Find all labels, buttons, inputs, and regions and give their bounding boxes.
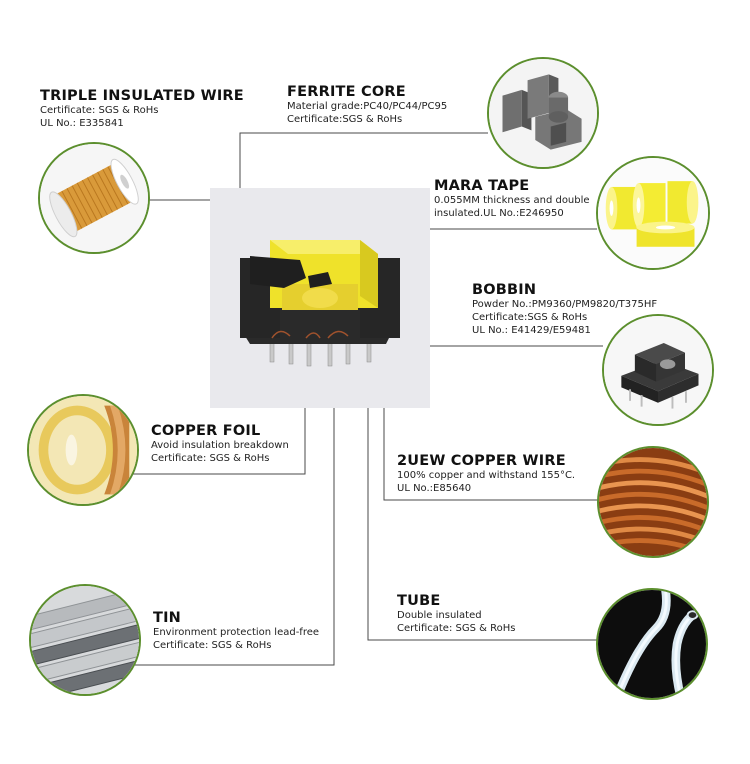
circle-bobbin	[602, 314, 714, 426]
label-copper-foil: COPPER FOIL Avoid insulation breakdown C…	[151, 423, 289, 465]
label-triple-insulated-wire: TRIPLE INSULATED WIRE Certificate: SGS &…	[40, 88, 244, 130]
ferrite-core-icon	[489, 59, 597, 167]
connector-2uew-copper-wire	[383, 408, 598, 501]
circle-ferrite-core	[487, 57, 599, 169]
component-detail: Environment protection lead-free	[153, 627, 320, 638]
label-ferrite-core: FERRITE CORE Material grade:PC40/PC44/PC…	[287, 84, 447, 126]
component-detail: UL No.:E85640	[397, 483, 472, 494]
circle-triple-insulated-wire	[38, 142, 150, 254]
component-detail: UL No.: E41429/E59481	[472, 325, 591, 336]
circle-2uew-copper-wire	[597, 446, 709, 558]
copper-coil-icon	[599, 448, 707, 556]
transformer-image	[210, 188, 430, 408]
component-detail: Certificate:SGS & RoHs	[287, 114, 403, 125]
component-detail: Certificate:SGS & RoHs	[472, 312, 588, 323]
connector-ferrite-core	[239, 132, 488, 188]
component-title: FERRITE CORE	[287, 84, 406, 100]
component-detail: Material grade:PC40/PC44/PC95	[287, 101, 448, 112]
connector-tube	[367, 408, 597, 641]
component-detail: Certificate: SGS & RoHs	[40, 105, 159, 116]
circle-copper-foil	[27, 394, 139, 506]
component-detail: Certificate: SGS & RoHs	[151, 453, 270, 464]
component-title: COPPER FOIL	[151, 423, 261, 439]
label-bobbin: BOBBIN Powder No.:PM9360/PM9820/T375HF C…	[472, 282, 657, 337]
tape-rolls-icon	[598, 158, 708, 268]
connector-copper-foil	[132, 408, 306, 475]
component-title: TIN	[153, 610, 182, 626]
component-title: TRIPLE INSULATED WIRE	[40, 88, 244, 104]
label-2uew-copper-wire: 2UEW COPPER WIRE 100% copper and withsta…	[397, 453, 575, 495]
copper-foil-icon	[29, 396, 137, 504]
label-tin: TIN Environment protection lead-free Cer…	[153, 610, 319, 652]
circle-tube	[596, 588, 708, 700]
tube-icon	[598, 590, 706, 698]
component-detail: Powder No.:PM9360/PM9820/T375HF	[472, 299, 658, 310]
circle-tin	[29, 584, 141, 696]
bobbin-icon	[604, 316, 712, 424]
connector-tin	[118, 408, 335, 666]
component-title: TUBE	[397, 593, 441, 609]
component-detail: Certificate: SGS & RoHs	[153, 640, 272, 651]
component-detail: UL No.: E335841	[40, 118, 124, 129]
component-detail: Certificate: SGS & RoHs	[397, 623, 516, 634]
label-tube: TUBE Double insulated Certificate: SGS &…	[397, 593, 515, 635]
transformer-icon	[240, 240, 400, 367]
component-detail: Avoid insulation breakdown	[151, 440, 289, 451]
component-title: MARA TAPE	[434, 178, 530, 194]
label-mara-tape: MARA TAPE 0.055MM thickness and double i…	[434, 178, 590, 220]
component-detail: 0.055MM thickness and double	[434, 195, 590, 206]
component-title: BOBBIN	[472, 282, 537, 298]
circle-mara-tape	[596, 156, 710, 270]
tin-bars-icon	[31, 586, 139, 694]
component-detail: 100% copper and withstand 155°C.	[397, 470, 576, 481]
wire-spool-icon	[40, 144, 148, 252]
component-detail: Double insulated	[397, 610, 482, 621]
component-detail: insulated.UL No.:E246950	[434, 208, 564, 219]
component-title: 2UEW COPPER WIRE	[397, 453, 566, 469]
